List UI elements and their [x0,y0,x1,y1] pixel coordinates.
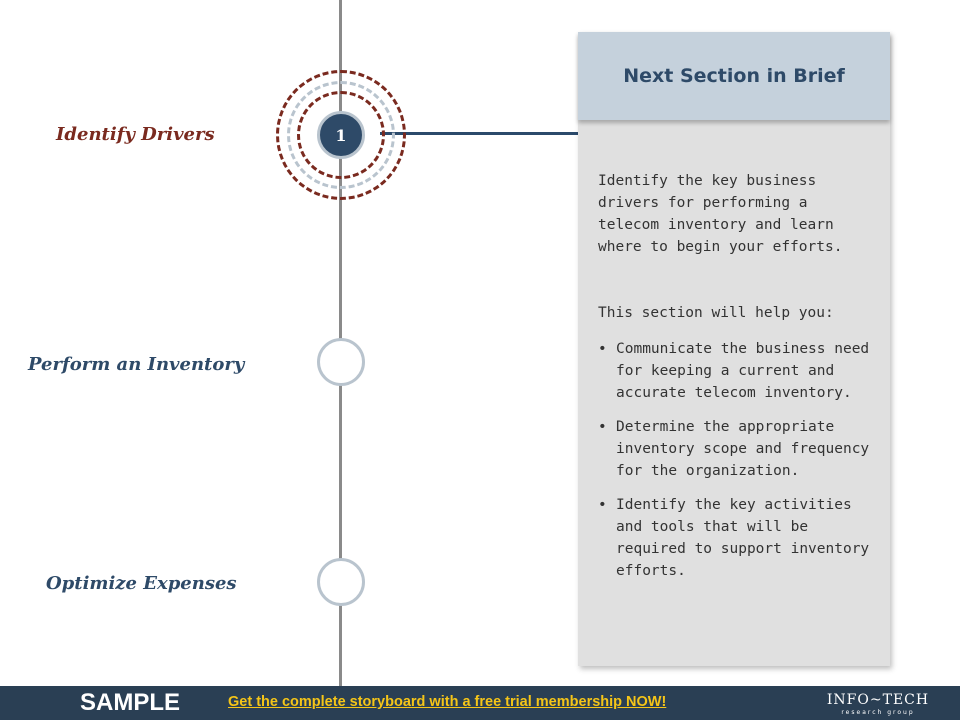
sample-label: SAMPLE [80,689,181,716]
step-label-optimize-expenses[interactable]: Optimize Expenses [46,573,237,594]
timeline-connector [380,132,580,135]
card-help-title: This section will help you: [598,305,834,321]
step-3-circle[interactable] [317,558,365,606]
list-item: • Communicate the business need for keepi… [598,338,883,404]
step-2-circle[interactable] [317,338,365,386]
logo-sub-text: research group [841,709,914,716]
bullet-icon: • [598,419,607,435]
info-tech-logo-icon: INFO~TECH research group [827,692,929,716]
active-step-outer-ring [276,70,406,200]
active-step-middle-ring [287,81,395,189]
list-item-text: Determine the appropriate inventory scop… [616,419,870,479]
step-1-badge[interactable]: 1 [317,111,365,159]
step-label-perform-inventory[interactable]: Perform an Inventory [28,354,245,375]
logo-main-text: INFO~TECH [827,692,929,708]
footer-bar: SAMPLE Get the complete storyboard with … [0,686,960,720]
list-item-text: Identify the key activities and tools th… [616,497,870,579]
card-bullet-list: • Communicate the business need for keepi… [598,338,883,594]
card-intro-text: Identify the key business drivers for pe… [598,173,843,255]
active-step-inner-ring [297,91,385,179]
card-title: Next Section in Brief [578,32,890,120]
free-trial-link[interactable]: Get the complete storyboard with a free … [228,694,667,710]
bullet-icon: • [598,497,607,513]
step-label-identify-drivers[interactable]: Identify Drivers [56,124,215,145]
section-brief-card: Next Section in Brief Identify the key b… [578,32,890,666]
list-item-text: Communicate the business need for keepin… [616,341,870,401]
bullet-icon: • [598,341,607,357]
list-item: • Determine the appropriate inventory sco… [598,416,883,482]
list-item: • Identify the key activities and tools t… [598,494,883,582]
